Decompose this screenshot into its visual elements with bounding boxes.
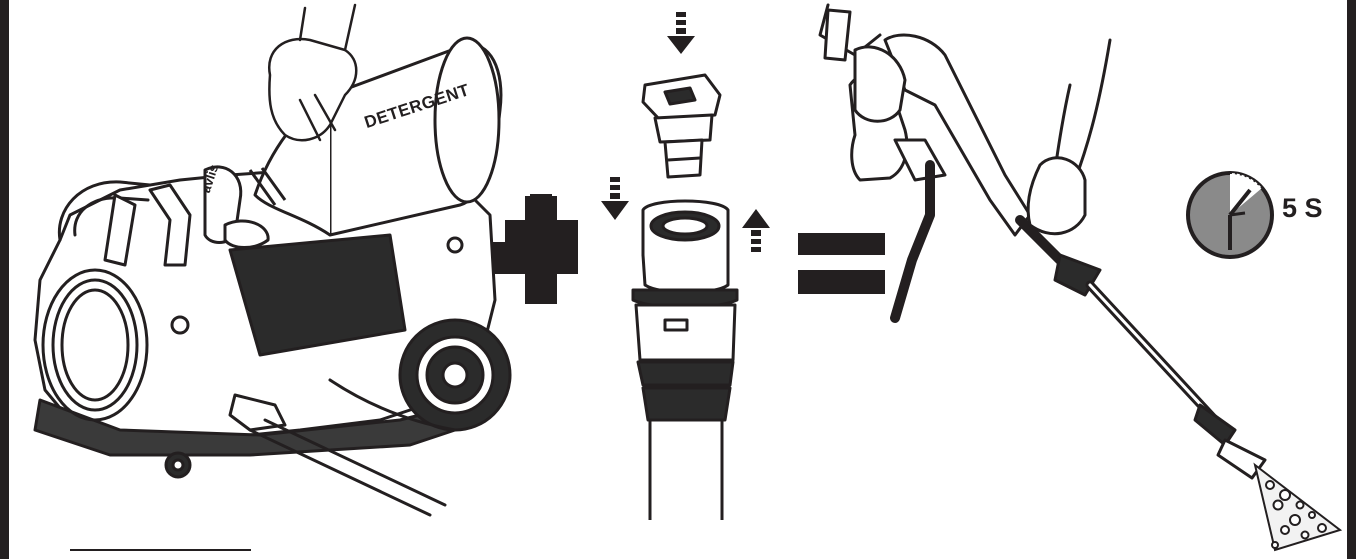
up-arrow-icon bbox=[742, 209, 770, 252]
equals-sign-icon bbox=[798, 233, 885, 294]
plus-sign-icon bbox=[493, 194, 578, 304]
underline-rule bbox=[70, 549, 251, 551]
left-border-rule bbox=[0, 0, 9, 559]
down-arrow-icon bbox=[667, 12, 695, 54]
nozzle-tip-illustration bbox=[641, 73, 722, 179]
timer-duration-label: 5 S bbox=[1282, 193, 1323, 223]
spray-mist-illustration bbox=[1253, 462, 1343, 552]
quick-connector-illustration bbox=[631, 199, 739, 520]
pressure-washer-illustration bbox=[33, 165, 512, 517]
right-border-rule bbox=[1347, 0, 1356, 559]
spray-gun-illustration bbox=[818, 3, 1267, 480]
glove-hand-illustration bbox=[267, 3, 358, 142]
stopwatch-icon bbox=[1186, 171, 1274, 259]
down-arrow-left-icon bbox=[601, 177, 629, 220]
detergent-bottle-illustration bbox=[248, 36, 503, 237]
